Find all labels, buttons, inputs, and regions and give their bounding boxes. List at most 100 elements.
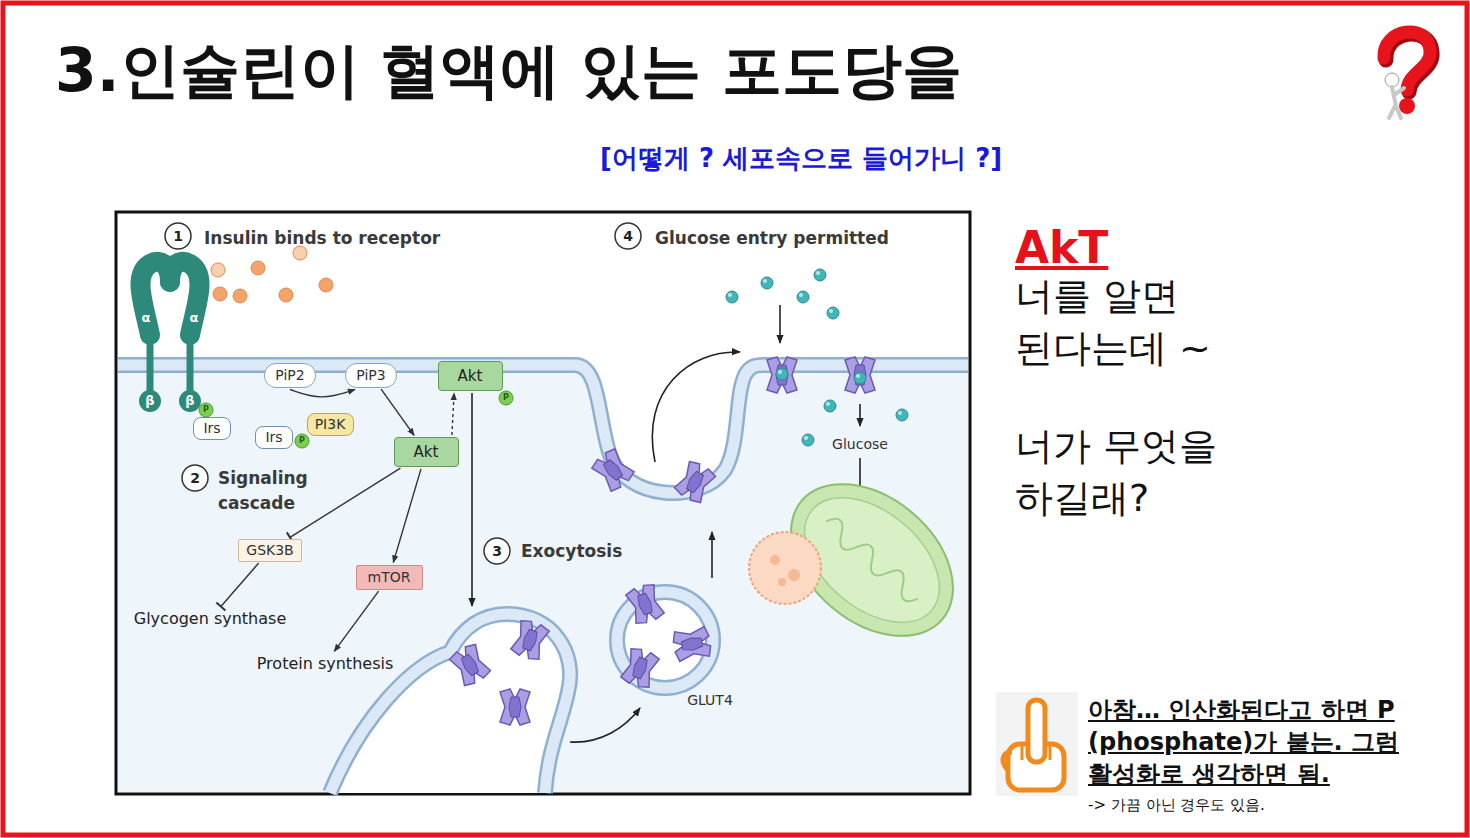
subtitle: [어떻게 ? 세포속으로 들어가니 ?] — [600, 143, 1002, 174]
pointing-hand-icon — [996, 692, 1078, 796]
phosphate-label: P — [299, 436, 305, 446]
callout-circle — [165, 223, 191, 249]
glucose-molecules — [802, 434, 814, 446]
kinase-box: PI3K — [307, 413, 354, 436]
arrow-connector — [290, 390, 355, 397]
node-text: GSK3B — [246, 542, 293, 559]
insulin-receptor — [170, 262, 200, 335]
node-text: PiP3 — [356, 367, 385, 384]
nucleus — [749, 532, 821, 604]
glucose-molecules — [827, 307, 839, 319]
node-text: Glycogen synthase — [134, 609, 286, 628]
callout-circle — [165, 223, 641, 564]
insulin-molecules — [293, 246, 307, 260]
arrow-connector — [334, 591, 378, 651]
callout-number: 4 — [623, 228, 633, 245]
nucleus — [770, 555, 780, 565]
insulin-receptor — [139, 262, 201, 412]
side-remark: 너를 알면 된다는데 ~ — [1015, 270, 1245, 374]
side-remark: 너가 무엇을 하길래? — [1015, 420, 1245, 524]
insulin-molecules — [251, 261, 265, 275]
protein-box: Irs — [255, 426, 293, 449]
arrow-connector — [381, 389, 414, 435]
protein-box: Irs — [193, 417, 231, 440]
glut4-transporters — [448, 642, 492, 688]
flow-arrows — [652, 352, 740, 462]
part-name: Glucose — [832, 436, 888, 453]
glucose-molecules — [726, 269, 908, 446]
glucose-molecules — [797, 291, 809, 303]
question-icon — [1399, 98, 1415, 114]
enzyme-box: mTOR — [356, 565, 423, 590]
endosome — [330, 614, 570, 793]
insulin-molecules — [211, 263, 225, 277]
glucose-molecules — [824, 400, 836, 412]
phosphate-dot — [199, 391, 513, 448]
pointing-hand-icon — [1003, 752, 1012, 770]
callout-circle — [484, 538, 510, 564]
step-title: Glucose entry permitted — [655, 228, 889, 248]
pointing-hand-icon — [996, 692, 1078, 796]
node-text: Akt — [458, 367, 483, 385]
glucose-molecules — [814, 269, 826, 281]
step-title: Exocytosis — [521, 541, 622, 561]
node-text: Protein synthesis — [257, 654, 394, 673]
flow-arrows — [570, 708, 640, 742]
insulin-molecules — [213, 287, 227, 301]
callout-circle — [615, 223, 641, 249]
flow-arrows — [859, 404, 861, 426]
nucleus — [749, 532, 821, 604]
question-icon — [1384, 32, 1430, 90]
cytoplasm — [118, 365, 968, 792]
glut4-transporters — [673, 459, 717, 505]
glucose-molecules — [776, 368, 788, 380]
endosome — [330, 614, 570, 793]
glucose-molecules — [726, 291, 738, 303]
nucleus — [788, 569, 800, 581]
process-text: Glycogen synthase — [131, 608, 290, 630]
inhibition-connector — [221, 563, 259, 606]
slide-title: 3.인슐린이 혈액에 있는 포도당을 — [55, 34, 962, 106]
note-text: 아참… 인산화된다고 하면 P (phosphate)가 붙는. 그럼 활성화로… — [1088, 694, 1408, 790]
insulin-receptor — [179, 390, 201, 412]
node-text: Irs — [203, 420, 220, 437]
phosphate-dot — [295, 434, 309, 448]
diagram-frame — [116, 212, 970, 794]
phosphate-dot — [199, 403, 213, 417]
enzyme-box: GSK3B — [238, 539, 302, 562]
callout-number: 1 — [173, 228, 183, 245]
callout-number: 3 — [492, 543, 502, 560]
kinase-box: Akt — [394, 437, 459, 467]
callout-circle — [182, 465, 208, 491]
subunit-label: β — [185, 393, 194, 409]
insulin-receptor — [147, 335, 154, 392]
glucose-molecules — [896, 409, 908, 421]
kinase-box: Akt — [438, 361, 503, 391]
phosphate-label: P — [503, 393, 509, 403]
endosome — [330, 614, 570, 793]
pointing-hand-icon — [1028, 700, 1045, 762]
phosphate-label: P — [203, 405, 209, 415]
glucose-molecules — [761, 277, 773, 289]
insulin-receptor — [187, 335, 194, 392]
node-text: Irs — [265, 429, 282, 446]
insulin-molecules — [211, 246, 333, 303]
insulin-receptor — [139, 390, 161, 412]
subunit-label: α — [190, 310, 199, 326]
insulin-molecules — [233, 289, 247, 303]
glut4-transporters — [845, 357, 875, 393]
glut4-transporters — [625, 582, 666, 626]
glucose-molecules — [854, 372, 866, 384]
arrow-connector — [393, 469, 421, 563]
step-title: Insulin binds to receptor — [204, 228, 440, 248]
subunit-label: α — [142, 310, 151, 326]
glut4-transporters — [672, 626, 713, 662]
flow-arrows — [471, 393, 473, 606]
insulin-molecules — [279, 288, 293, 302]
topic-heading: AkT — [1015, 222, 1108, 275]
phosphate-dot — [499, 391, 513, 405]
molecule-pill: PiP3 — [345, 363, 397, 388]
question-icon — [1384, 32, 1432, 118]
process-text: Protein synthesis — [254, 653, 397, 675]
